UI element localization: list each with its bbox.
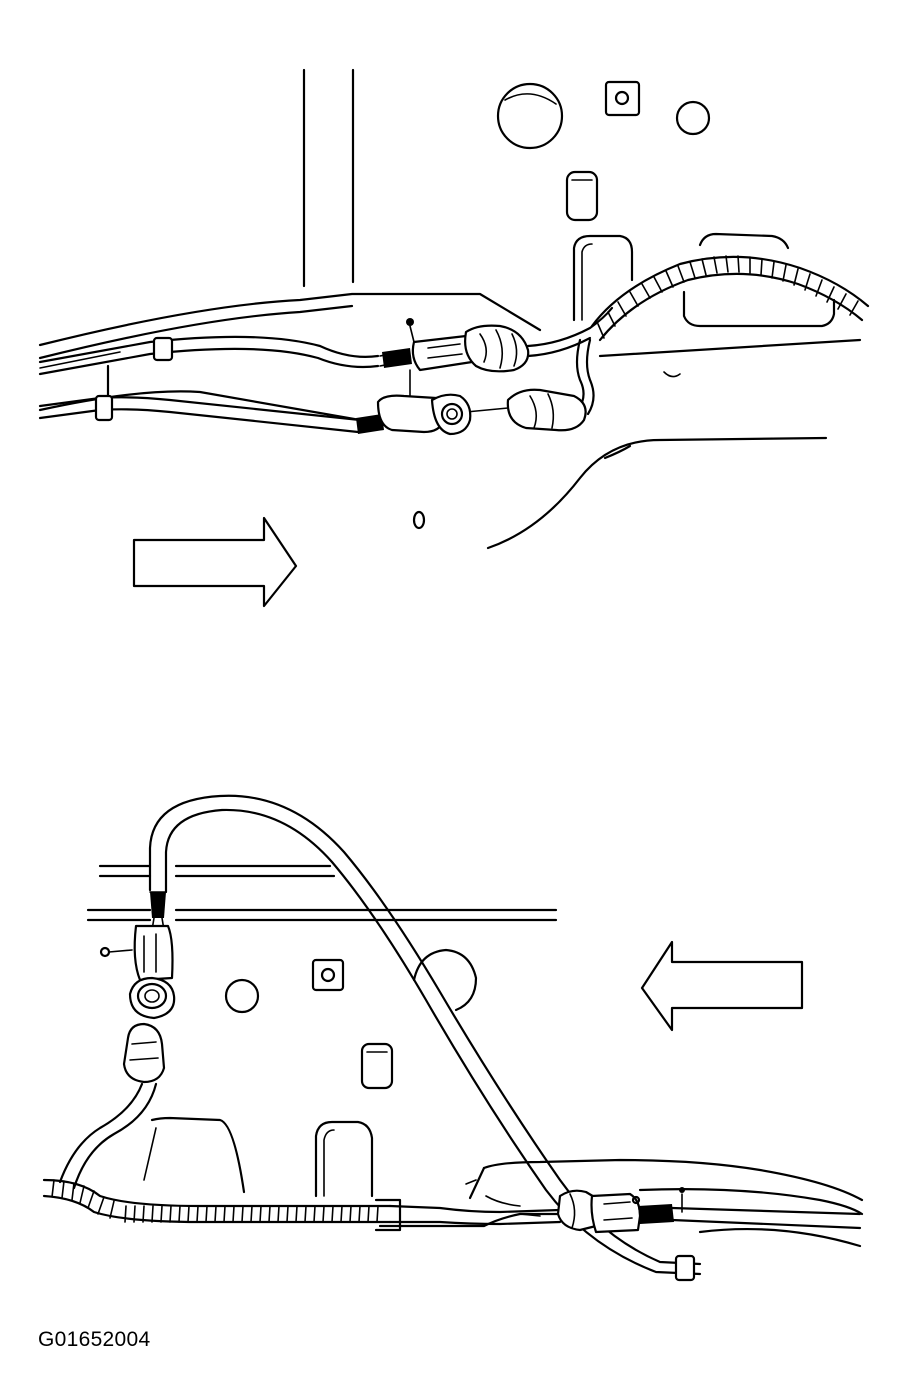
lower-corrugated-harness [42,1178,562,1232]
harness-rib [277,1205,280,1223]
upper-harness-wire [38,335,412,376]
harness-rib [232,1205,235,1223]
harness-rib [160,1205,163,1223]
harness-rib [313,1205,316,1223]
harness-rib [241,1205,244,1223]
harness-rib [268,1205,271,1223]
harness-rib [169,1205,172,1223]
upper-lower-wire-clip [94,394,114,422]
upper-panel [38,68,870,608]
upper-body-holes [412,80,711,530]
harness-rib [367,1205,370,1223]
harness-rib [295,1205,298,1223]
upper-direction-arrow-right [132,516,298,608]
lower-right-connector-female [590,1192,642,1234]
upper-pigtail [526,306,614,348]
lower-pigtail [58,1082,144,1184]
upper-brackets [572,232,836,328]
lower-panel [42,794,864,1282]
harness-rib [205,1205,208,1223]
upper-connector-male [406,318,475,372]
upper-connector-lower-female [376,369,472,436]
harness-rib [358,1205,361,1223]
harness-rib [142,1205,145,1223]
lower-direction-arrow-left [640,940,804,1032]
harness-rib [304,1205,307,1223]
harness-rib [151,1205,154,1223]
lower-connector-male [99,924,174,982]
harness-rib [259,1205,262,1223]
upper-sheet-metal [38,292,862,550]
lower-body-holes [224,948,478,1090]
lower-sheet-metal [378,1158,864,1248]
harness-rib [331,1205,334,1223]
upper-connector-female [464,324,530,373]
lower-connector-pigtail-plug [122,1022,166,1084]
upper-corrugated-harness [590,255,870,342]
harness-rib [286,1205,289,1223]
harness-rib [340,1205,343,1223]
figure-code: G01652004 [38,1328,151,1351]
upper-pillar [302,68,355,288]
lower-wire-clip [674,1254,696,1282]
harness-rib [214,1205,217,1223]
lower-brackets [143,1116,374,1198]
harness-rib [178,1205,181,1223]
lower-right-wire [638,1187,862,1230]
harness-rib [124,1205,127,1223]
upper-wire-clip [152,336,174,362]
harness-rib [223,1205,226,1223]
upper-lower-wire [38,394,509,434]
harness-rib [322,1205,325,1223]
lower-connector-female [128,976,176,1020]
lower-rails [86,864,558,922]
upper-connector-lower-male [506,388,587,432]
harness-rib [250,1205,253,1223]
harness-rib [349,1205,352,1223]
harness-rib [196,1205,199,1223]
harness-rib [376,1205,379,1223]
harness-rib [187,1205,190,1223]
harness-rib [133,1205,136,1223]
